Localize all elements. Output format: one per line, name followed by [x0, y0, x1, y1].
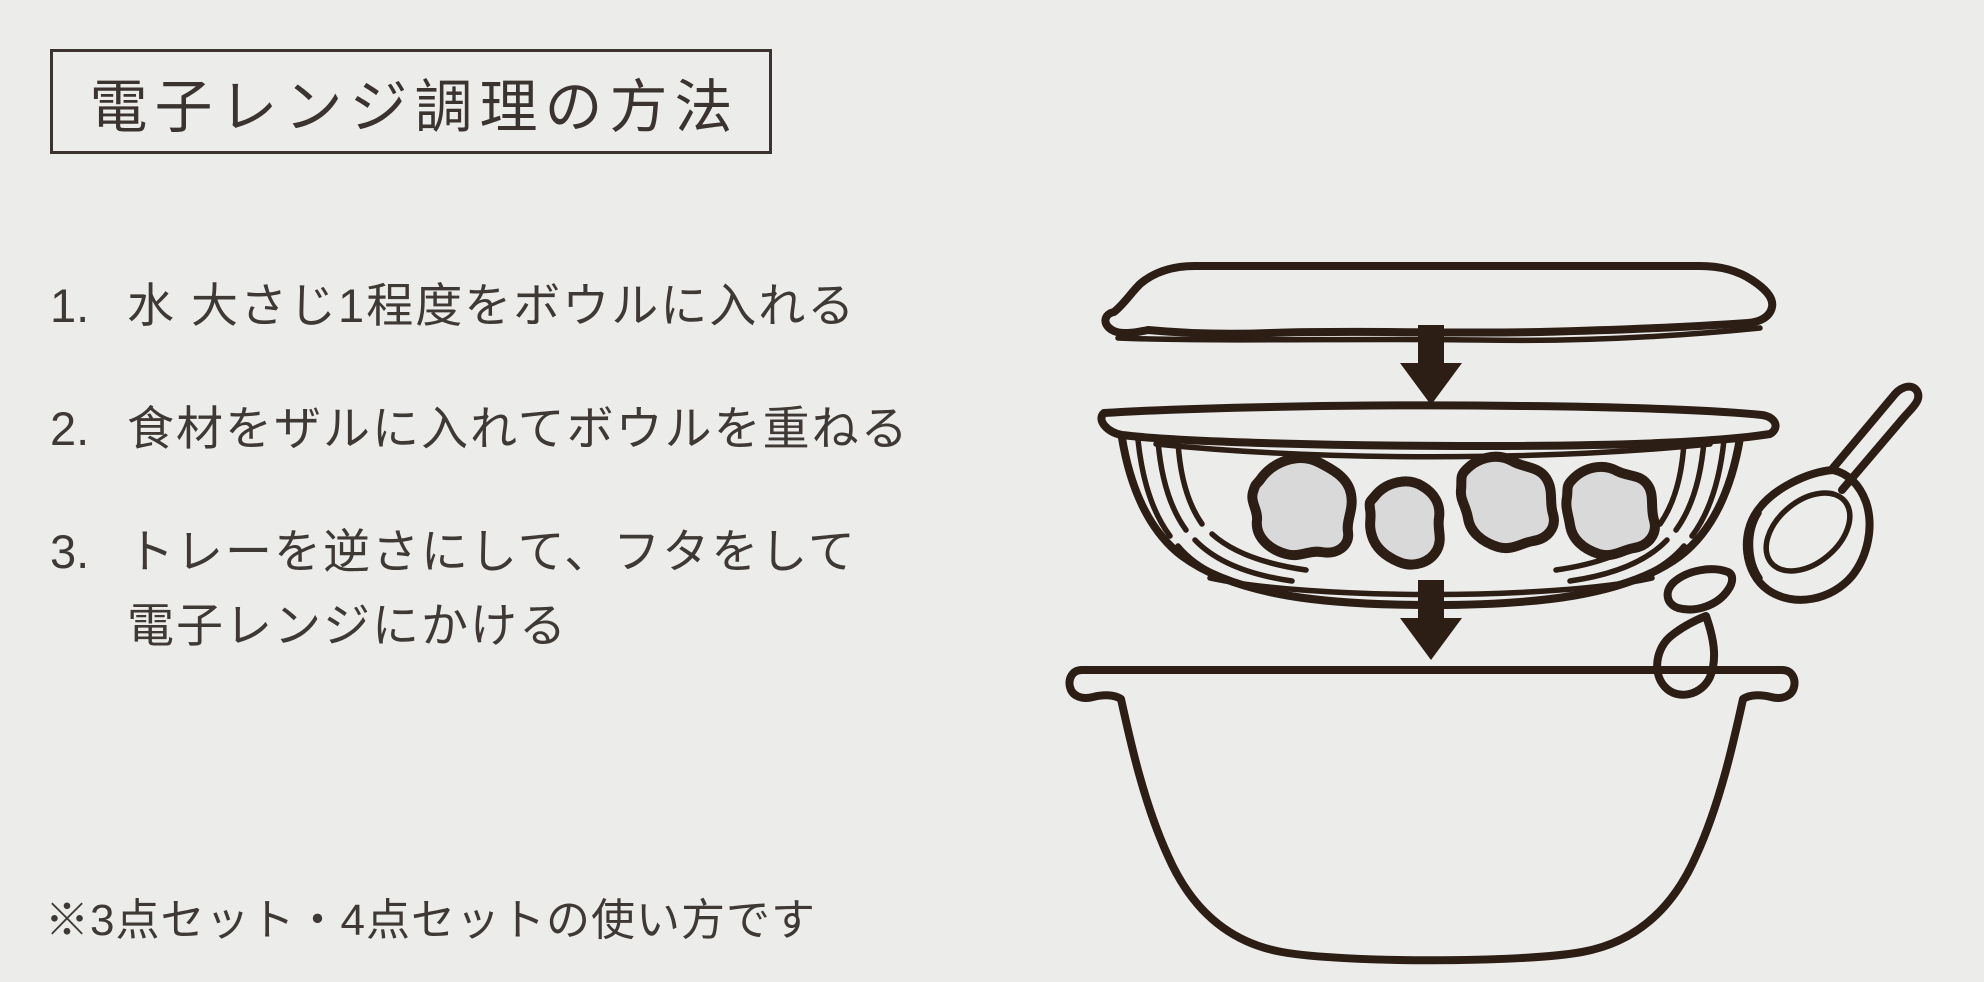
page-title: 電子レンジ調理の方法 [89, 74, 740, 140]
food-piece [1247, 453, 1357, 561]
food-piece [1364, 476, 1445, 570]
title-box: 電子レンジ調理の方法 [50, 49, 772, 154]
footnote: ※3点セット・4点セットの使い方です [45, 896, 816, 945]
step-2: 2. 食材をザルに入れてボウルを重ねる [50, 398, 910, 460]
down-arrow-icon [1400, 580, 1462, 660]
step-1-text: 水 大さじ1程度をボウルに入れる [127, 279, 857, 332]
step-2-text: 食材をザルに入れてボウルを重ねる [127, 402, 910, 455]
step-1-number: 1. [50, 279, 90, 332]
spoon-icon [1742, 382, 1923, 604]
step-1: 1. 水 大さじ1程度をボウルに入れる [50, 275, 856, 337]
food-piece [1561, 461, 1660, 561]
step-3-text-line1: トレーを逆さにして、フタをして [127, 525, 857, 578]
step-3-number: 3. [50, 525, 90, 578]
step-3-text-line2: 電子レンジにかける [127, 599, 568, 652]
cooking-illustration [1065, 262, 1923, 965]
water-drop-icon [1653, 565, 1737, 699]
food-piece [1455, 451, 1559, 554]
step-2-number: 2. [50, 402, 90, 455]
colander-illustration [1097, 401, 1780, 609]
tray-lid-illustration [1101, 262, 1777, 344]
bowl-illustration [1065, 666, 1799, 965]
step-3: 3. トレーを逆さにして、フタをして 電子レンジにかける [50, 521, 857, 657]
down-arrow-icon [1400, 325, 1462, 405]
